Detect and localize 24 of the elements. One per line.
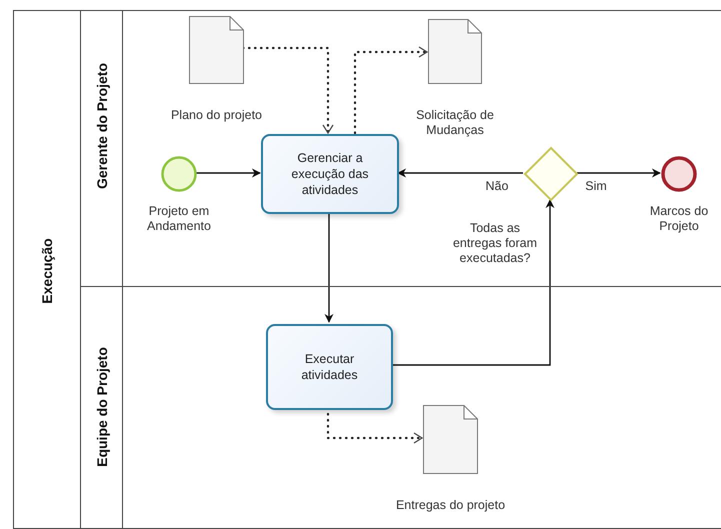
sequence-flow-arrow [392, 199, 554, 366]
lane-label: Gerente do Projeto [94, 62, 110, 190]
pool-label: Execução [39, 238, 55, 304]
gateway-label: Todas as entregas foram executadas? [452, 221, 538, 266]
edge-label: Sim [583, 179, 609, 193]
swimlane [81, 286, 721, 529]
data-object-label: Plano do projeto [170, 108, 264, 123]
pool [13, 10, 721, 529]
event-label: Marcos do Projeto [648, 204, 710, 234]
sequence-flow-arrow [196, 168, 261, 178]
data-object-label: Solicitação de Mudanças [415, 108, 495, 138]
task-box [261, 134, 399, 214]
sequence-flow-arrow [324, 213, 334, 323]
lane-label: Equipe do Projeto [94, 347, 110, 467]
sequence-flow-arrow [397, 168, 523, 178]
sequence-flow-arrow [577, 168, 661, 178]
association-arrow [354, 46, 428, 134]
task-label: Gerenciar a execução das atividades [290, 150, 370, 198]
data-object-label: Entregas do projeto [396, 498, 506, 513]
association-arrow [242, 46, 334, 134]
task-box [266, 324, 393, 410]
event-label: Projeto em Andamento [146, 204, 212, 234]
task-label: Executar atividades [300, 351, 359, 383]
edge-label: Não [484, 179, 510, 193]
